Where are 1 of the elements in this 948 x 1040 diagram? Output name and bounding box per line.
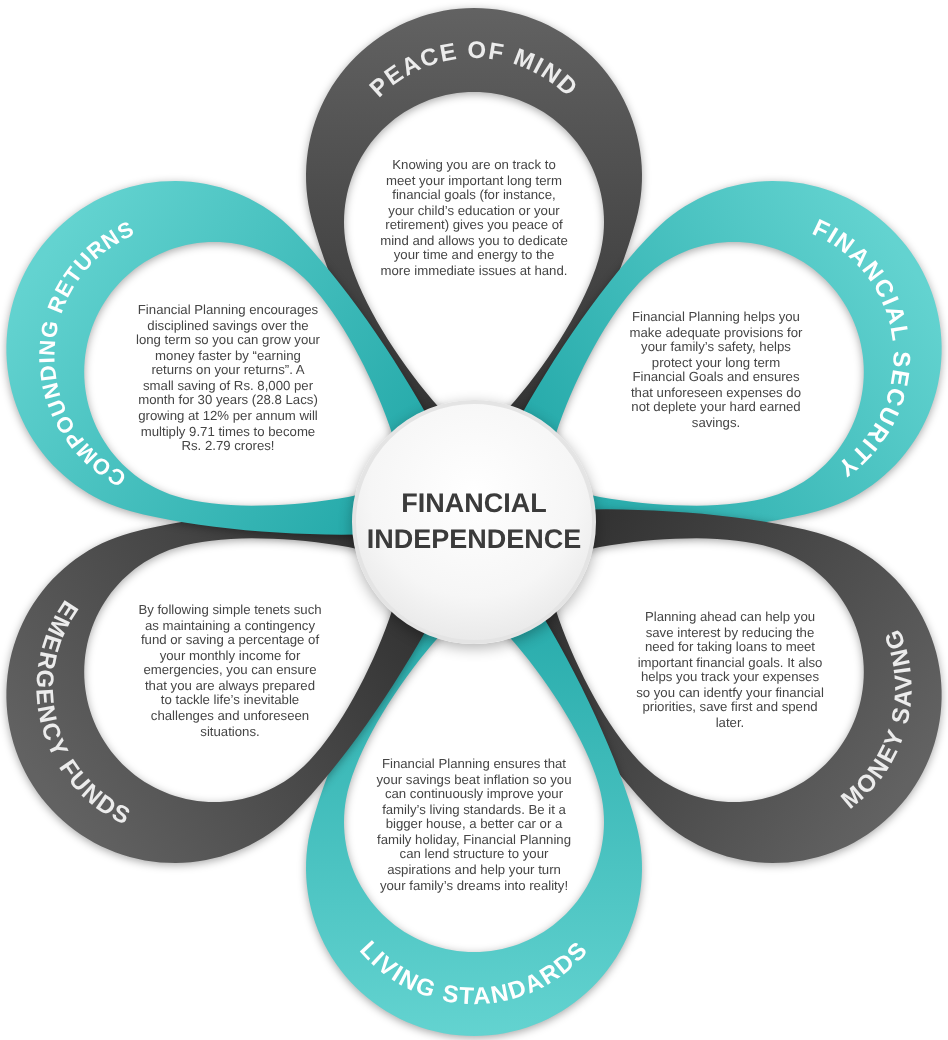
hub-title: FINANCIAL INDEPENDENCE xyxy=(364,486,584,558)
